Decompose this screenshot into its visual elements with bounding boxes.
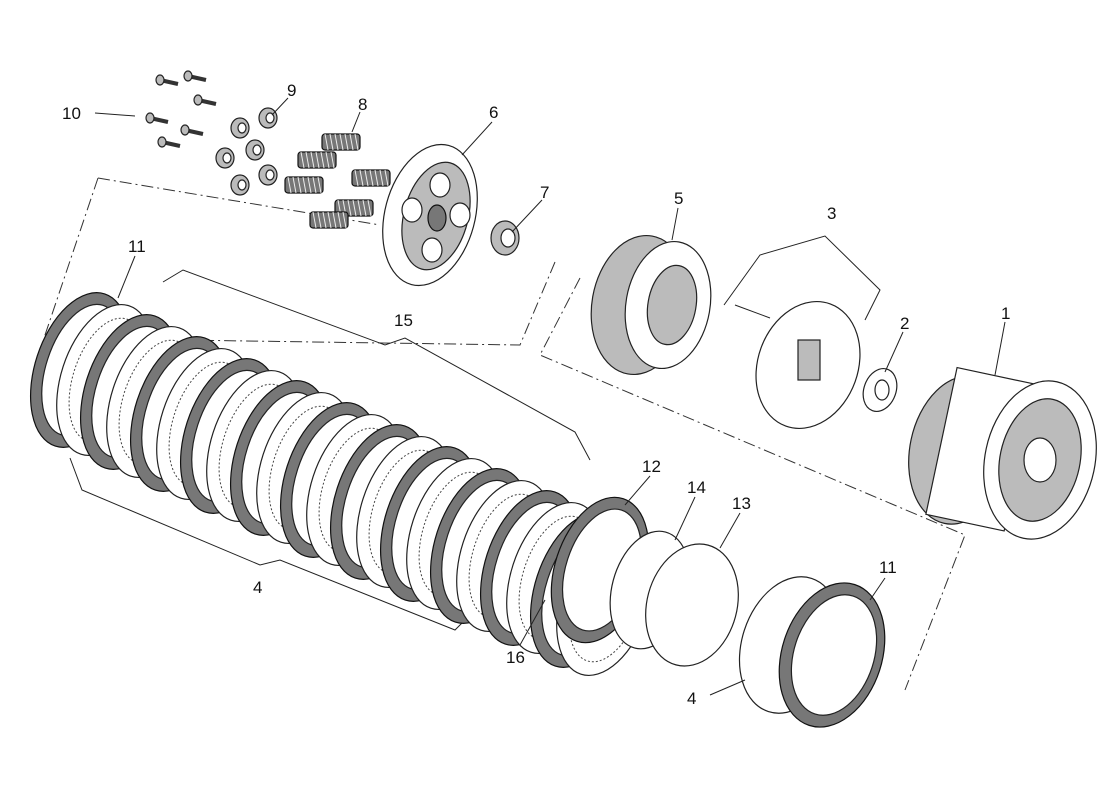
screw — [183, 70, 207, 82]
label-7: 7 — [540, 183, 549, 202]
clutch-hub — [590, 234, 712, 376]
label-16: 16 — [506, 648, 525, 667]
spring — [321, 133, 361, 151]
screw — [193, 94, 217, 106]
nut — [215, 147, 235, 169]
bearing — [490, 220, 520, 256]
bracket-15 — [162, 269, 591, 461]
back-plate — [734, 300, 861, 430]
label-9: 9 — [287, 81, 296, 100]
nut — [245, 139, 265, 161]
label-12: 12 — [642, 457, 661, 476]
label-1: 1 — [1001, 304, 1010, 323]
washer — [862, 368, 898, 412]
label-11-right: 11 — [879, 558, 897, 577]
spring — [309, 211, 349, 229]
label-13: 13 — [732, 494, 751, 513]
label-11-top: 11 — [128, 237, 146, 256]
label-8: 8 — [358, 95, 367, 114]
label-3: 3 — [827, 204, 836, 223]
spring — [351, 169, 391, 187]
label-6: 6 — [489, 103, 498, 122]
label-2: 2 — [900, 314, 909, 333]
nut — [230, 117, 250, 139]
assembly-boundary-left — [43, 177, 99, 339]
assembly-boundary-right — [539, 277, 966, 691]
label-15: 15 — [394, 311, 413, 330]
clutch-basket — [908, 366, 1097, 540]
screw — [157, 136, 181, 148]
label-10: 10 — [62, 104, 81, 123]
springs-group — [284, 133, 391, 229]
screw — [145, 112, 169, 124]
leader-lines — [94, 97, 1006, 696]
label-4-left: 4 — [253, 578, 262, 597]
pressure-plate — [382, 143, 478, 287]
nut — [258, 164, 278, 186]
nut — [258, 107, 278, 129]
screw — [180, 124, 204, 136]
assembly-boundary-top — [97, 177, 381, 226]
spring — [284, 176, 324, 194]
spring — [297, 151, 337, 169]
label-4-right: 4 — [687, 689, 696, 708]
bracket-4 — [69, 457, 476, 631]
clutch-plates-stack — [29, 292, 654, 677]
screws-group — [145, 70, 217, 148]
label-5: 5 — [674, 189, 683, 208]
ring-13 — [645, 543, 739, 667]
bracket-3 — [723, 235, 881, 321]
nuts-group — [215, 107, 278, 196]
screw — [155, 74, 179, 86]
label-14: 14 — [687, 478, 706, 497]
nut — [230, 174, 250, 196]
